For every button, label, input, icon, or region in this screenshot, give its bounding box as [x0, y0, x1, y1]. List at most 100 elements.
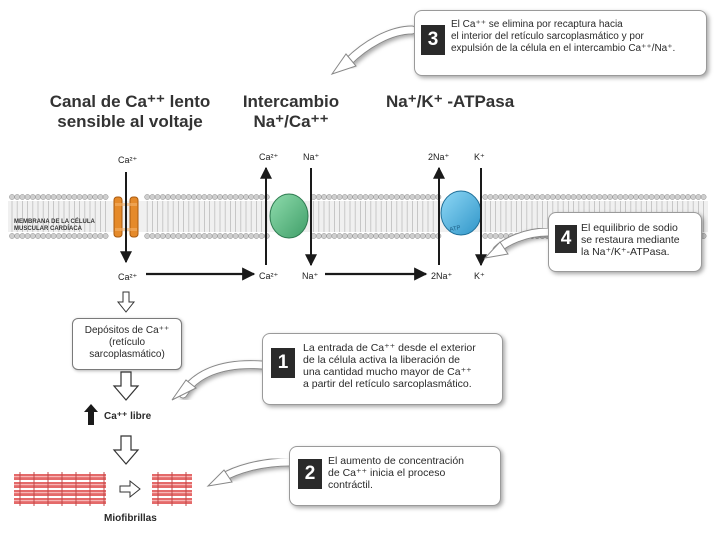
- hollow-down-arrow-3: [112, 435, 140, 465]
- lipid-head-outer: [544, 194, 551, 200]
- lipid-head-inner: [45, 233, 52, 239]
- lipid-head-inner: [373, 233, 379, 239]
- lipid-head-outer: [497, 194, 504, 200]
- lipid-head-outer: [487, 194, 494, 200]
- lipid-head-outer: [61, 194, 67, 200]
- lipid-head-outer: [685, 194, 691, 200]
- deposits-text: Depósitos de Ca⁺⁺ (retículo sarcoplasmát…: [73, 319, 181, 361]
- deposits-line3: sarcoplasmático): [89, 349, 165, 360]
- lipid-head-inner: [71, 233, 78, 239]
- callout-3: 3 El Ca⁺⁺ se elimina por recaptura hacia…: [414, 10, 707, 76]
- lipid-head-outer: [45, 194, 52, 200]
- lipid-head-outer: [425, 194, 431, 200]
- lipid-head-outer: [549, 194, 556, 200]
- lipid-head-inner: [425, 233, 431, 239]
- callout-3-pointer-fill: [344, 26, 416, 66]
- lipid-head-outer: [222, 194, 229, 200]
- ion-label-pump-top-na: 2Na⁺: [428, 152, 450, 162]
- lipid-head-outer: [253, 194, 260, 200]
- lipid-head-outer: [149, 194, 156, 200]
- lipid-head-outer: [258, 194, 265, 200]
- lipid-head-inner: [347, 233, 353, 239]
- lipid-head-inner: [409, 233, 416, 239]
- hollow-down-arrow-2: [112, 371, 140, 401]
- lipid-head-outer: [87, 194, 93, 200]
- lipid-head-outer: [669, 194, 676, 200]
- callout-1-line1: La entrada de Ca⁺⁺ desde el exterior: [303, 342, 476, 354]
- callout-3-line3: expulsión de la célula en el intercambio…: [451, 43, 676, 54]
- ion-label-exchanger-top-na: Na⁺: [303, 152, 320, 162]
- callout-2-line2: de Ca⁺⁺ inicia el proceso: [328, 467, 446, 479]
- lipid-head-outer: [315, 194, 322, 200]
- lipid-head-outer: [419, 194, 426, 200]
- lipid-head-outer: [232, 194, 239, 200]
- header-pump: Na⁺/K⁺ -ATPasa: [386, 92, 515, 111]
- lipid-head-outer: [196, 194, 203, 200]
- callout-2: 2 El aumento de concentración de Ca⁺⁺ in…: [289, 446, 501, 506]
- callout-1-number: 1: [271, 348, 295, 378]
- lipid-head-inner: [81, 233, 88, 239]
- lipid-head-outer: [347, 194, 353, 200]
- lipid-head-outer: [643, 194, 650, 200]
- lipid-head-outer: [638, 194, 645, 200]
- lipid-head-inner: [222, 233, 229, 239]
- lipid-head-inner: [497, 233, 504, 239]
- header-channel-line2: sensible al voltaje: [57, 112, 203, 131]
- lipid-head-outer: [159, 194, 166, 200]
- lipid-head-outer: [29, 194, 36, 200]
- lipid-head-inner: [61, 233, 67, 239]
- lipid-head-outer: [627, 194, 634, 200]
- callout-4-pointer-head: [483, 241, 509, 259]
- lipid-head-inner: [326, 233, 333, 239]
- lipid-head-inner: [154, 233, 161, 239]
- ion-label-exchanger-top-ca: Ca²⁺: [259, 152, 279, 162]
- lipid-head-outer: [539, 194, 546, 200]
- callout-1-line2: de la célula activa la liberación de: [303, 354, 461, 366]
- lipid-head-outer: [513, 194, 520, 200]
- lipid-head-outer: [237, 194, 244, 200]
- lipid-head-inner: [399, 233, 405, 239]
- ion-label-channel-top: Ca²⁺: [118, 155, 138, 165]
- lipid-head-inner: [165, 233, 171, 239]
- lipid-head-outer: [373, 194, 379, 200]
- lipid-head-outer: [601, 194, 608, 200]
- lipid-head-outer: [55, 194, 62, 200]
- lipid-head-outer: [607, 194, 613, 200]
- lipid-head-inner: [237, 233, 244, 239]
- lipid-head-inner: [206, 233, 213, 239]
- callout-2-line1: El aumento de concentración: [328, 455, 465, 467]
- lipid-head-outer: [565, 194, 572, 200]
- ion-label-exchanger-bottom-ca: Ca²⁺: [259, 271, 279, 281]
- lipid-head-inner: [66, 233, 73, 239]
- lipid-head-outer: [211, 194, 218, 200]
- lipid-head-outer: [570, 194, 577, 200]
- callout-4-text: El equilibrio de sodio se restaura media…: [581, 222, 680, 258]
- lipid-head-outer: [357, 194, 364, 200]
- callout-2-text: El aumento de concentración de Ca⁺⁺ inic…: [328, 455, 464, 491]
- lipid-head-outer: [336, 194, 343, 200]
- lipid-head-outer: [617, 194, 624, 200]
- myofibril-right: [152, 472, 192, 506]
- lipid-head-outer: [560, 194, 567, 200]
- header-calcium-channel: Canal de Ca⁺⁺ lento sensible al voltaje: [40, 92, 220, 132]
- lipid-head-inner: [487, 233, 494, 239]
- deposits-line2: (retículo: [108, 337, 146, 348]
- lipid-head-outer: [170, 194, 177, 200]
- lipid-head-outer: [508, 194, 515, 200]
- lipid-head-outer: [555, 194, 561, 200]
- lipid-head-inner: [393, 233, 400, 239]
- callout-3-text: El Ca⁺⁺ se elimina por recaptura hacia e…: [451, 19, 675, 55]
- lipid-head-outer: [206, 194, 213, 200]
- header-exchanger: Intercambio Na⁺/Ca⁺⁺: [226, 92, 356, 132]
- lipid-head-outer: [414, 194, 421, 200]
- lipid-head-outer: [50, 194, 57, 200]
- lipid-head-outer: [341, 194, 348, 200]
- lipid-head-inner: [482, 233, 489, 239]
- lipid-head-outer: [383, 194, 390, 200]
- callout-4-line3: la Na⁺/K⁺-ATPasa.: [581, 246, 670, 258]
- lipid-head-outer: [581, 194, 587, 200]
- lipid-head-inner: [175, 233, 182, 239]
- lipid-head-inner: [367, 233, 374, 239]
- lipid-head-inner: [315, 233, 322, 239]
